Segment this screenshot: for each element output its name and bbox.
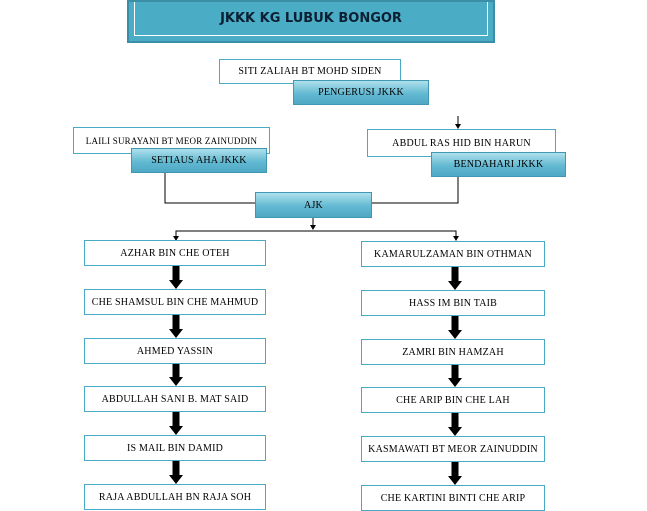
member-box: RAJA ABDULLAH BN RAJA SOH xyxy=(84,484,266,510)
down-arrow-shaft xyxy=(172,266,180,281)
down-arrow-head xyxy=(448,476,462,485)
member-name: CHE KARTINI BINTI CHE ARIP xyxy=(380,492,526,504)
connector-ajk-branch xyxy=(175,230,457,240)
connector-secretary-ajk xyxy=(164,172,255,204)
down-arrow-head xyxy=(169,426,183,435)
committee-label-box: AJK xyxy=(255,192,372,218)
member-box: CHE ARIP BIN CHE LAH xyxy=(361,387,545,413)
chart-title-banner: JKKK KG LUBUK BONGOR xyxy=(127,0,495,43)
down-arrow-head xyxy=(169,329,183,338)
member-name: KAMARULZAMAN BIN OTHMAN xyxy=(374,248,532,260)
secretary-role: SETIAUS AHA JKKK xyxy=(151,155,247,166)
down-arrow-shaft xyxy=(451,267,459,282)
member-box: AZHAR BIN CHE OTEH xyxy=(84,240,266,266)
member-box: IS MAIL BIN DAMID xyxy=(84,435,266,461)
member-box: HASS IM BIN TAIB xyxy=(361,290,545,316)
down-arrow-head xyxy=(448,378,462,387)
chairman-role-box: PENGERUSI JKKK xyxy=(293,80,429,105)
member-name: HASS IM BIN TAIB xyxy=(408,297,498,309)
secretary-role-box: SETIAUS AHA JKKK xyxy=(131,148,267,173)
down-arrow-head xyxy=(169,280,183,289)
down-arrow-head xyxy=(169,377,183,386)
down-arrow-shaft xyxy=(451,316,459,331)
member-box: KASMAWATI BT MEOR ZAINUDDIN xyxy=(361,436,545,462)
member-name: IS MAIL BIN DAMID xyxy=(126,442,224,454)
secretary-name: LAILI SURAYANI BT MEOR ZAINUDDIN xyxy=(85,135,258,146)
down-arrow-shaft xyxy=(451,365,459,379)
treasurer-name: ABDUL RAS HID BIN HARUN xyxy=(392,137,531,149)
member-name: ZAMRI BIN HAMZAH xyxy=(402,346,504,358)
down-arrow-shaft xyxy=(451,413,459,428)
page-title: JKKK KG LUBUK BONGOR xyxy=(134,2,488,36)
down-arrow-head xyxy=(448,330,462,339)
treasurer-role-box: BENDAHARI JKKK xyxy=(431,152,566,177)
member-name: CHE SHAMSUL BIN CHE MAHMUD xyxy=(91,296,259,308)
down-arrow-head xyxy=(169,475,183,484)
member-name: AHMED YASSIN xyxy=(136,345,214,357)
down-arrow-shaft xyxy=(172,315,180,330)
member-name: CHE ARIP BIN CHE LAH xyxy=(396,394,510,406)
member-name: RAJA ABDULLAH BN RAJA SOH xyxy=(98,491,252,503)
member-box: CHE KARTINI BINTI CHE ARIP xyxy=(361,485,545,511)
down-arrow-head xyxy=(448,281,462,290)
member-box: ZAMRI BIN HAMZAH xyxy=(361,339,545,365)
member-box: AHMED YASSIN xyxy=(84,338,266,364)
member-name: ABDULLAH SANI B. MAT SAID xyxy=(101,393,249,405)
member-box: ABDULLAH SANI B. MAT SAID xyxy=(84,386,266,412)
connector-treasurer-ajk xyxy=(372,174,459,204)
member-name: KASMAWATI BT MEOR ZAINUDDIN xyxy=(368,443,538,455)
member-box: CHE SHAMSUL BIN CHE MAHMUD xyxy=(84,289,266,315)
member-name: AZHAR BIN CHE OTEH xyxy=(120,247,230,259)
chairman-role: PENGERUSI JKKK xyxy=(318,87,404,98)
treasurer-role: BENDAHARI JKKK xyxy=(453,159,544,170)
member-box: KAMARULZAMAN BIN OTHMAN xyxy=(361,241,545,267)
down-arrow-head xyxy=(448,427,462,436)
committee-label: AJK xyxy=(304,199,323,211)
down-arrow-shaft xyxy=(451,462,459,477)
chairman-name: SITI ZALIAH BT MOHD SIDEN xyxy=(238,66,382,77)
down-arrow-shaft xyxy=(172,364,180,378)
down-arrow-shaft xyxy=(172,412,180,427)
down-arrow-shaft xyxy=(172,461,180,476)
